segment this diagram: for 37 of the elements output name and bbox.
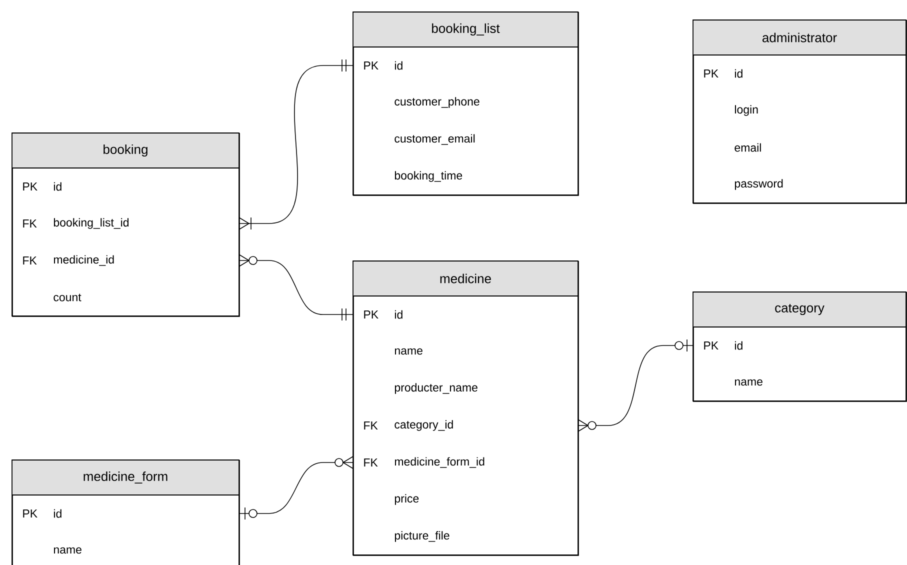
- key-label: PK: [364, 62, 378, 70]
- relationship-line: [238, 59, 354, 230]
- key-label: PK: [704, 342, 718, 350]
- field-name: booking_time: [394, 171, 462, 182]
- field-name: category_id: [394, 420, 453, 431]
- field-name: login: [734, 105, 758, 116]
- field-name: producter_name: [394, 383, 478, 394]
- field-name: id: [54, 509, 62, 518]
- key-label: PK: [23, 510, 38, 518]
- key-label: PK: [704, 70, 718, 78]
- field-name: price: [394, 494, 419, 505]
- field-name: picture_file: [394, 531, 450, 542]
- field-name: count: [54, 294, 82, 302]
- field-name: id: [394, 310, 402, 319]
- key-label: PK: [23, 182, 38, 190]
- field-name: medicine_form_id: [394, 457, 484, 468]
- key-label: FK: [23, 256, 37, 264]
- field-name: name: [734, 379, 762, 386]
- key-label: PK: [364, 310, 378, 318]
- key-label: FK: [364, 458, 378, 466]
- field-name: id: [54, 182, 62, 191]
- field-name: name: [54, 547, 82, 554]
- field-name: id: [734, 69, 742, 78]
- field-name: email: [734, 143, 761, 152]
- field-name: id: [734, 341, 742, 350]
- relationship-line: [238, 456, 354, 520]
- field-name: id: [394, 61, 402, 70]
- field-name: customer_email: [394, 134, 475, 145]
- key-label: FK: [364, 422, 378, 430]
- field-name: medicine_id: [54, 255, 114, 266]
- field-name: booking_list_id: [54, 218, 129, 229]
- relationship-line: [238, 254, 354, 321]
- field-name: name: [394, 348, 422, 355]
- relationship-line: [578, 339, 694, 432]
- key-label: FK: [23, 220, 37, 228]
- field-name: password: [734, 179, 783, 190]
- field-name: customer_phone: [394, 97, 480, 108]
